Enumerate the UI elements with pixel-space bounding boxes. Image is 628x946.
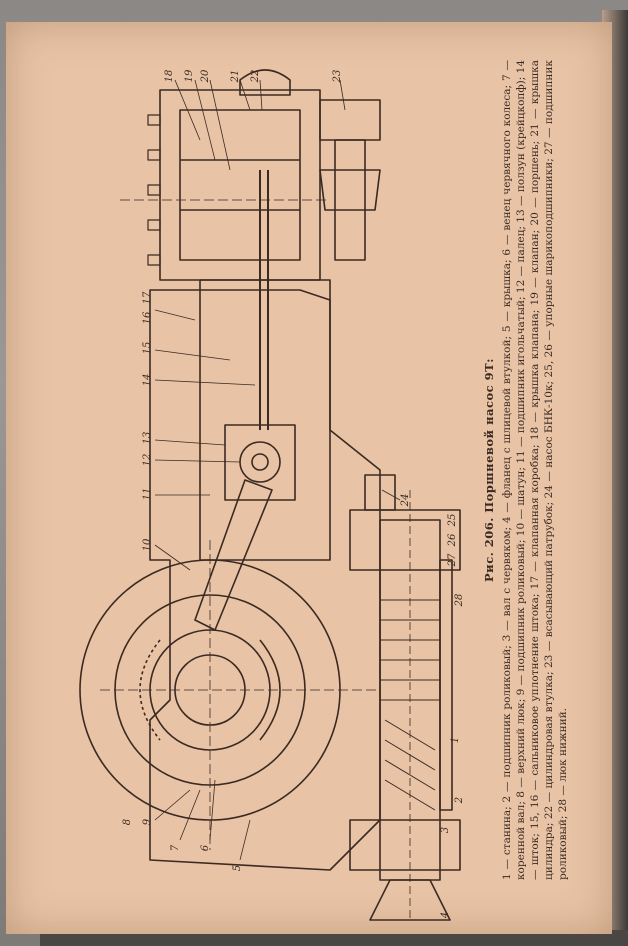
crosshead-guide [199,279,331,561]
callout-15: 15 [142,342,153,355]
callout-10: 10 [142,538,153,551]
callout-19: 19 [184,69,195,82]
callout-27: 27 [447,553,458,567]
suction-pipe [319,99,381,141]
callout-22: 22 [250,70,261,84]
callout-9: 9 [142,818,153,825]
callout-17: 17 [142,291,153,304]
callout-7: 7 [170,844,181,851]
page-bottom-shadow [40,930,628,946]
figure-title: Рис. 206. Поршневой насос 9Т: [482,358,496,582]
book-page [6,22,612,934]
connecting-rod [194,479,273,631]
callout-23: 23 [332,70,343,84]
callout-12: 12 [142,454,153,467]
callout-3: 3 [440,827,451,833]
callout-25: 25 [447,514,458,528]
shaft-flange [369,879,451,921]
callout-6: 6 [200,844,211,851]
callout-13: 13 [142,432,153,445]
callout-2: 2 [454,797,465,804]
lower-hatch [439,559,453,811]
callout-1: 1 [450,737,461,743]
cylinder-cover [239,69,291,96]
callout-11: 11 [142,488,153,501]
housing-outline [149,289,381,871]
callout-16: 16 [142,311,153,324]
callout-26: 26 [447,533,458,547]
callout-21: 21 [230,70,241,84]
callout-18: 18 [164,70,175,83]
callout-8: 8 [122,819,133,825]
callout-20: 20 [200,69,211,83]
figure-legend: 1 — станина; 2 — подшипник роликовый; 3 … [501,60,569,880]
bnk-pump [364,474,396,511]
callout-24: 24 [400,494,411,508]
crosshead [224,424,296,501]
figure-caption: Рис. 206. Поршневой насос 9Т: 1 — станин… [482,60,594,880]
callout-5: 5 [232,865,243,871]
callout-4: 4 [440,912,451,919]
callout-14: 14 [142,374,153,387]
cylinder-block [159,89,321,281]
callout-28: 28 [454,594,465,608]
